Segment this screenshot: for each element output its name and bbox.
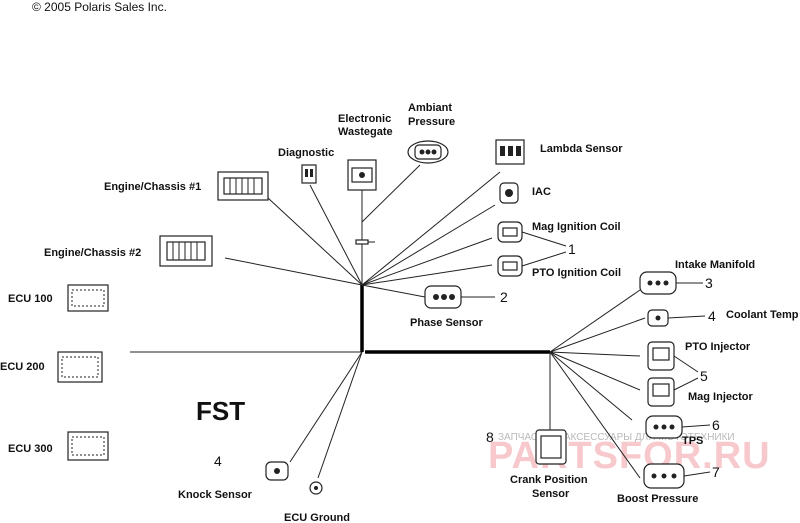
wire-iac xyxy=(361,204,496,286)
label-iac: IAC xyxy=(532,186,551,198)
copyright-text: © 2005 Polaris Sales Inc. xyxy=(32,0,167,14)
callout-2: 2 xyxy=(500,289,508,305)
wire-engine-chassis-1 xyxy=(267,197,363,286)
wire-intake-manifold xyxy=(549,289,641,353)
callout-1: 1 xyxy=(568,241,576,257)
wire-lambda-sensor xyxy=(361,171,501,286)
boost-pressure-connector xyxy=(643,463,685,489)
lambda-sensor-connector xyxy=(495,139,525,165)
watermark-logo: PARTSFOR.RU xyxy=(488,435,771,477)
callout-3: 3 xyxy=(705,275,713,291)
wire-phase-sensor xyxy=(361,284,426,298)
label-electronic-wastegate-1: Electronic xyxy=(338,113,391,125)
label-lambda-sensor: Lambda Sensor xyxy=(540,143,623,155)
mag-ignition-coil-connector xyxy=(497,221,523,243)
label-tps: TPS xyxy=(682,435,703,447)
wire-pto-injector xyxy=(549,351,641,357)
label-electronic-wastegate-2: Wastegate xyxy=(338,126,393,138)
label-coolant-temp: Coolant Temp xyxy=(726,309,799,321)
ecu-200-connector xyxy=(57,351,103,383)
label-intake-manifold: Intake Manifold xyxy=(675,259,755,271)
callout-numbers: 1 2 3 4 5 6 7 8 4 xyxy=(214,241,720,480)
wire-tps xyxy=(549,351,633,421)
pto-ignition-coil-connector xyxy=(497,255,523,277)
wire-mag-ignition xyxy=(361,237,493,286)
label-ecu-ground: ECU Ground xyxy=(284,512,350,523)
tps-connector xyxy=(645,415,683,439)
phase-sensor-connector xyxy=(424,285,495,309)
wire-mag-injector xyxy=(549,351,641,391)
ecu-ground-terminal xyxy=(309,481,323,495)
diagnostic-connector xyxy=(301,164,317,184)
wire-boost-pressure xyxy=(549,351,641,479)
wire-pto-ignition xyxy=(361,264,493,286)
component-labels: Diagnostic Electronic Wastegate Ambiant … xyxy=(0,102,799,523)
iac-connector xyxy=(499,182,519,204)
intake-manifold-connector xyxy=(639,271,677,295)
ambiant-pressure-connector xyxy=(407,140,449,164)
label-pto-injector: PTO Injector xyxy=(685,341,751,353)
ecu-100-connector xyxy=(67,284,109,312)
callout-4-coolant: 4 xyxy=(708,308,716,324)
label-ecu-200: ECU 200 xyxy=(0,361,45,373)
mag-injector-connector xyxy=(647,377,675,407)
callout-leaders xyxy=(521,231,711,477)
knock-sensor-connector xyxy=(265,461,289,481)
ecu-300-connector xyxy=(67,431,109,461)
wastegate-connector xyxy=(347,159,377,245)
label-boost-pressure: Boost Pressure xyxy=(617,493,698,505)
callout-8: 8 xyxy=(486,429,494,445)
wire-engine-chassis-2 xyxy=(224,257,363,286)
label-mag-injector: Mag Injector xyxy=(688,391,754,403)
label-crank-position-2: Sensor xyxy=(532,488,570,500)
wire-coolant-temp xyxy=(549,317,646,353)
label-ambiant-pressure-1: Ambiant xyxy=(408,102,452,114)
engine-chassis-2-connector xyxy=(159,235,213,267)
callout-4-knock: 4 xyxy=(214,453,222,469)
label-pto-ignition-coil: PTO Ignition Coil xyxy=(532,267,621,279)
callout-5: 5 xyxy=(700,368,708,384)
connector-glyphs xyxy=(57,139,685,495)
callout-7: 7 xyxy=(712,464,720,480)
crank-position-sensor-connector xyxy=(535,429,567,465)
label-knock-sensor: Knock Sensor xyxy=(178,489,253,501)
label-mag-ignition-coil: Mag Ignition Coil xyxy=(532,221,621,233)
wire-knock-sensor xyxy=(289,351,363,463)
label-ecu-300: ECU 300 xyxy=(8,443,53,455)
pto-injector-connector xyxy=(647,341,675,371)
label-engine-chassis-1: Engine/Chassis #1 xyxy=(104,181,201,193)
label-crank-position-1: Crank Position xyxy=(510,474,588,486)
wire-ecu-ground xyxy=(317,351,363,479)
label-engine-chassis-2: Engine/Chassis #2 xyxy=(44,247,141,259)
label-diagnostic: Diagnostic xyxy=(278,147,334,159)
watermark-tagline: ЗАПЧАСТИ И АКСЕССУАРЫ ДЛЯ МОТОТЕХНИКИ xyxy=(498,432,735,443)
callout-6: 6 xyxy=(712,417,720,433)
diagram-title: FST xyxy=(196,396,245,426)
wire-diagnostic xyxy=(309,184,363,286)
engine-chassis-1-connector xyxy=(217,171,269,201)
harness-wires xyxy=(130,164,646,479)
label-ecu-100: ECU 100 xyxy=(8,293,53,305)
label-ambiant-pressure-2: Pressure xyxy=(408,116,455,128)
coolant-temp-connector xyxy=(647,309,669,327)
wire-ambiant-pressure xyxy=(361,164,421,223)
label-phase-sensor: Phase Sensor xyxy=(410,317,483,329)
